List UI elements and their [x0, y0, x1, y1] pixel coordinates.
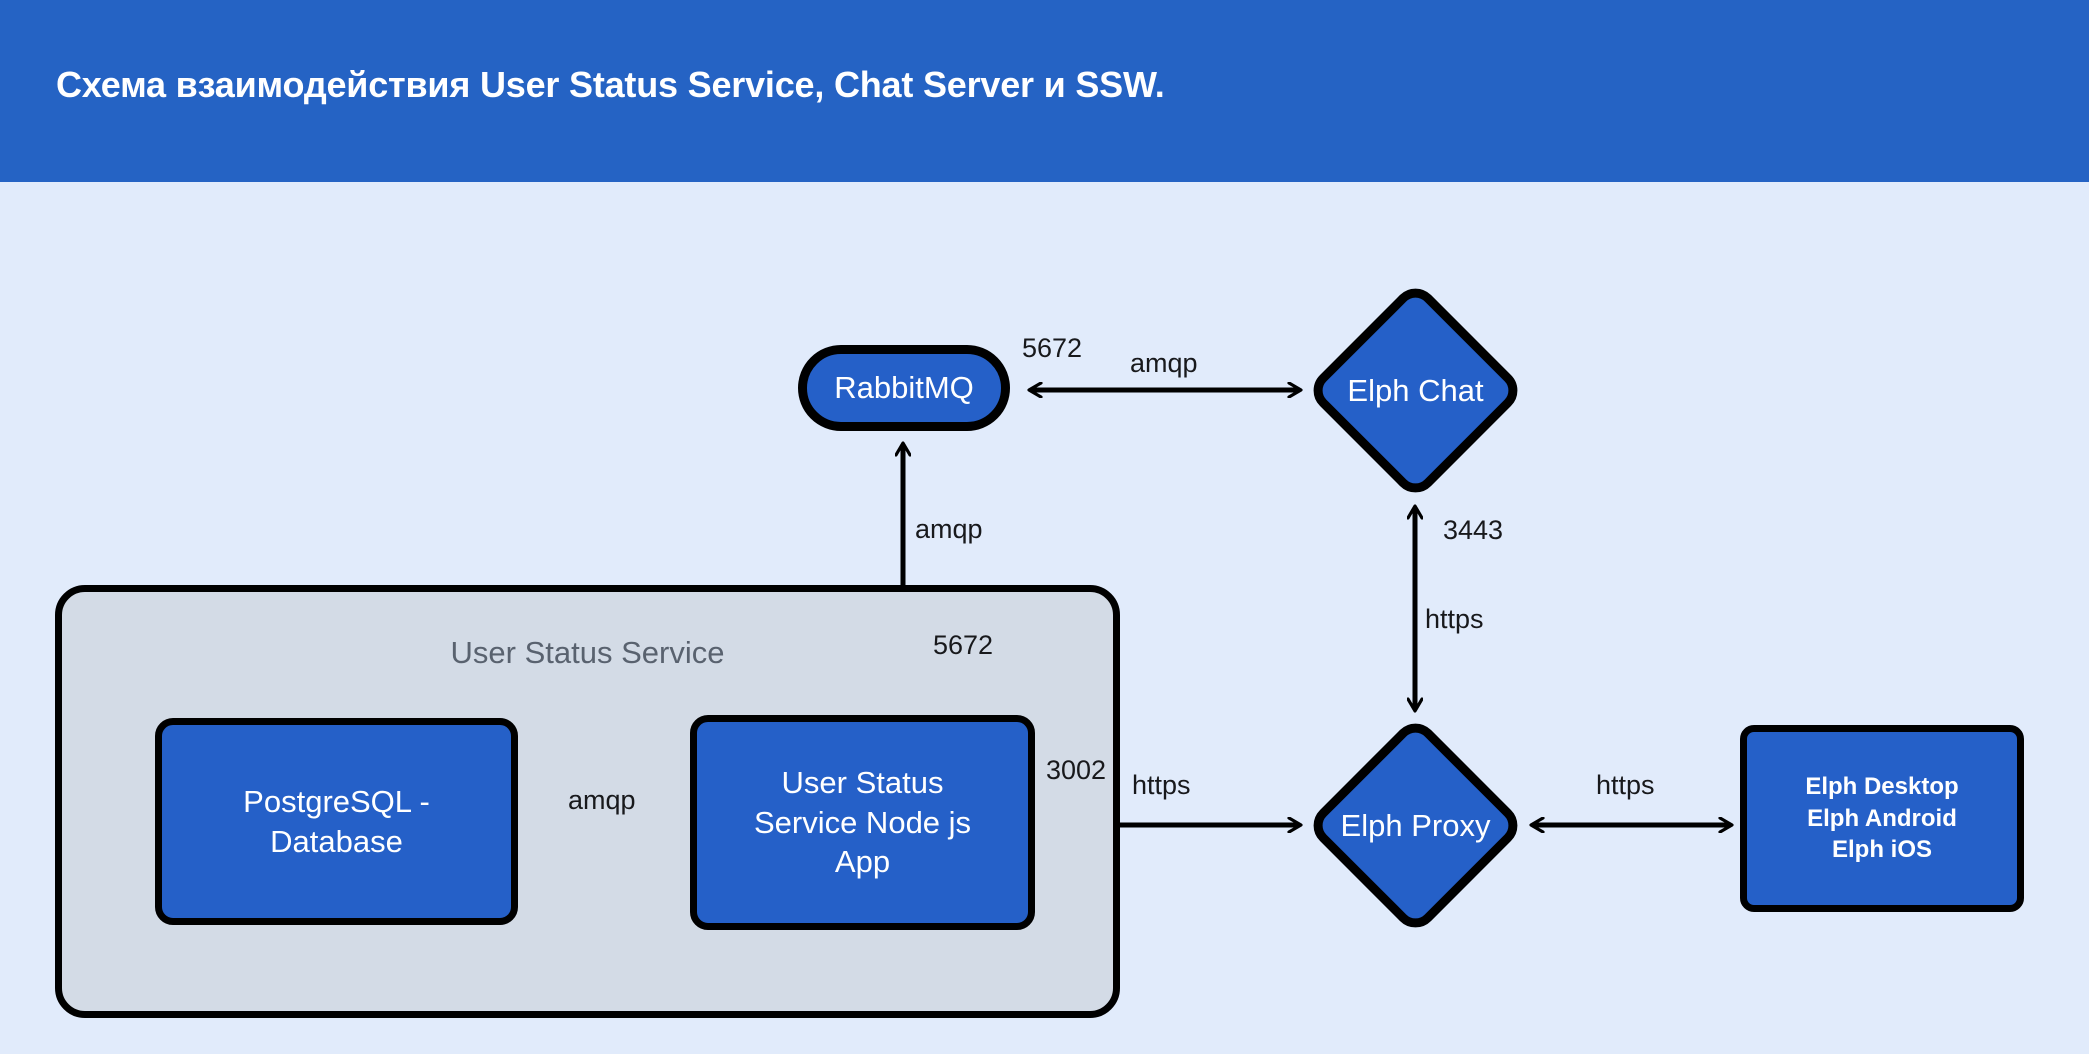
- node-elph-proxy[interactable]: Elph Proxy: [1304, 714, 1527, 937]
- edge-label-protocol-rabbitmq-uss-app: amqp: [915, 514, 983, 544]
- node-elph-clients-line3: Elph iOS: [1831, 836, 1932, 864]
- node-elph-clients-label: Elph Desktop Elph Android Elph iOS: [1805, 771, 1958, 866]
- node-postgres-label: PostgreSQL - Database: [243, 782, 430, 861]
- edge-label-port-uss-app-elph-proxy: 3002: [1046, 755, 1107, 785]
- edge-label-protocol-postgres-uss-app: amqp: [568, 785, 636, 815]
- node-uss-app-label: User Status Service Node js App: [754, 763, 971, 882]
- node-user-status-service-app[interactable]: User Status Service Node js App: [690, 715, 1035, 930]
- node-elph-clients-line1: Elph Desktop: [1805, 772, 1959, 800]
- edge-label-protocol-uss-app-elph-proxy: https: [1132, 770, 1191, 800]
- node-postgres-line2: Database: [270, 823, 403, 859]
- node-postgres[interactable]: PostgreSQL - Database: [155, 718, 518, 925]
- node-rabbitmq-label: RabbitMQ: [834, 370, 974, 405]
- node-postgres-line1: PostgreSQL -: [243, 783, 430, 819]
- node-elph-chat[interactable]: Elph Chat: [1304, 279, 1527, 502]
- edge-label-port-rabbitmq-elph-chat: 5672: [1022, 333, 1083, 363]
- edge-label-protocol-rabbitmq-elph-chat: amqp: [1130, 348, 1198, 378]
- node-elph-clients-line2: Elph Android: [1807, 804, 1957, 832]
- header-bar: Схема взаимодействия User Status Service…: [0, 0, 2089, 182]
- edge-label-port-rabbitmq-uss-app: 5672: [933, 630, 994, 660]
- node-uss-app-line2: Service Node js: [753, 804, 972, 840]
- diagram-canvas: User Status Service PostgreSQL - Databas…: [0, 182, 2089, 1054]
- edge-label-protocol-elph-proxy-elph-clients: https: [1596, 770, 1655, 800]
- node-elph-proxy-label: Elph Proxy: [1340, 807, 1491, 843]
- node-rabbitmq[interactable]: RabbitMQ: [798, 345, 1010, 431]
- node-elph-clients[interactable]: Elph Desktop Elph Android Elph iOS: [1740, 725, 2024, 912]
- edge-label-port-elph-chat-elph-proxy: 3443: [1443, 515, 1504, 545]
- node-uss-app-line3: App: [834, 844, 891, 880]
- node-elph-chat-label: Elph Chat: [1347, 372, 1484, 408]
- node-uss-app-line1: User Status: [781, 764, 944, 800]
- page-title: Схема взаимодействия User Status Service…: [56, 64, 1165, 105]
- edge-label-protocol-elph-chat-elph-proxy: https: [1425, 604, 1484, 634]
